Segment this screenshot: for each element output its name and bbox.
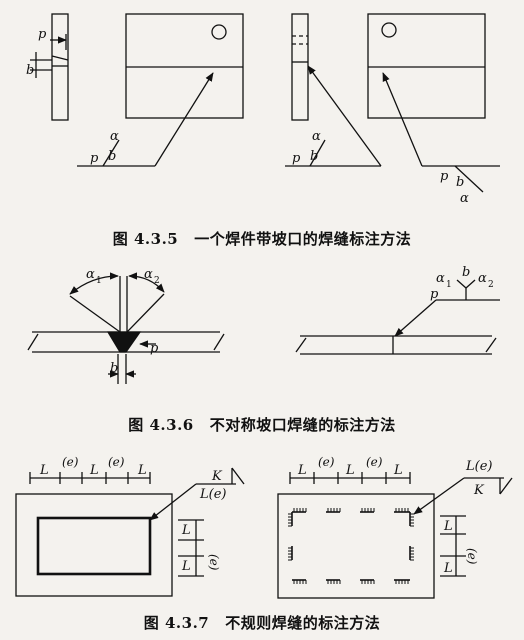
fig437-left-plate [15, 467, 245, 597]
fig435-b-b-label: b [108, 149, 116, 164]
fig436-b-label: b [110, 361, 118, 376]
fig437-l-ev: (e) [207, 554, 221, 571]
fig435-c-alpha-label: α [312, 129, 321, 144]
fig437-r-e2: (e) [366, 455, 383, 469]
fig436-caption: 图 4.3.6 不对称坡口焊缝的标注方法 [0, 414, 524, 435]
fig435-c-p-label: p [292, 151, 301, 166]
fig437-l-L1: L [39, 463, 49, 478]
fig435-d-p-label: p [440, 169, 449, 184]
fig436-right-joint [295, 279, 500, 355]
fig437-caption: 图 4.3.7 不规则焊缝的标注方法 [0, 612, 524, 633]
fig437-right-plate [277, 472, 513, 599]
fig437-l-e1: (e) [62, 455, 79, 469]
fig436-alpha1-sub: 1 [96, 276, 102, 286]
fig435-b-alpha-label: α [110, 129, 119, 144]
fig435-d-b-label: b [456, 175, 464, 190]
fig437-r-Lv2: L [443, 561, 453, 576]
fig436-left-joint [27, 272, 225, 384]
fig437-l-e2: (e) [108, 455, 125, 469]
fig437-r-K: K [473, 483, 485, 498]
fig436-right-p-label: p [430, 287, 439, 302]
fig437-l-L3: L [137, 463, 147, 478]
fig437-number: 图 4.3.7 [143, 614, 210, 632]
fig435-title: 一个焊件带坡口的焊缝标注方法 [194, 230, 412, 248]
fig436-alpha1-label: α [86, 267, 95, 282]
fig436-alpha2-sub: 2 [154, 276, 160, 286]
fig435-number: 图 4.3.5 [112, 230, 179, 248]
fig437-l-Le: L(e) [199, 487, 226, 502]
fig436-title: 不对称坡口焊缝的标注方法 [209, 416, 396, 434]
fig437-l-K: K [211, 469, 223, 484]
fig436-right-alpha2-sub: 2 [488, 280, 494, 290]
fig435-a-b-label: b [26, 63, 34, 78]
fig437-r-Lv1: L [443, 519, 453, 534]
fig436-number: 图 4.3.6 [128, 416, 194, 434]
fig437-l-Lv2: L [181, 559, 191, 574]
fig435-a-edge-view [30, 13, 69, 121]
fig436-right-alpha1-label: α [436, 271, 445, 286]
fig437-r-ev: (e) [465, 548, 479, 565]
fig436-right-alpha1-sub: 1 [446, 280, 452, 290]
fig437-l-L2: L [89, 463, 99, 478]
fig436-alpha2-label: α [144, 267, 153, 282]
fig435-caption: 图 4.3.5 一个焊件带坡口的焊缝标注方法 [0, 228, 524, 249]
fig435-b-front-view [77, 13, 244, 167]
fig437-r-Le: L(e) [465, 459, 492, 474]
fig436-p-label: p [150, 341, 159, 356]
fig437-r-L1: L [297, 463, 307, 478]
fig437-r-L2: L [345, 463, 355, 478]
fig435-b-p-label: p [90, 151, 99, 166]
fig437-r-e1: (e) [318, 455, 335, 469]
fig435-c-b-label: b [310, 149, 318, 164]
fig437-r-L3: L [393, 463, 403, 478]
fig436-right-alpha2-label: α [478, 271, 487, 286]
fig435-d-front-view [367, 13, 500, 193]
fig437-title: 不规则焊缝的标注方法 [225, 614, 381, 632]
fig437-l-Lv1: L [181, 523, 191, 538]
fig435-d-alpha-label: α [460, 191, 469, 206]
fig436-right-b-label: b [462, 265, 470, 280]
fig435-c-edge-view [285, 13, 382, 167]
fig435-a-p-label: p [38, 27, 47, 42]
